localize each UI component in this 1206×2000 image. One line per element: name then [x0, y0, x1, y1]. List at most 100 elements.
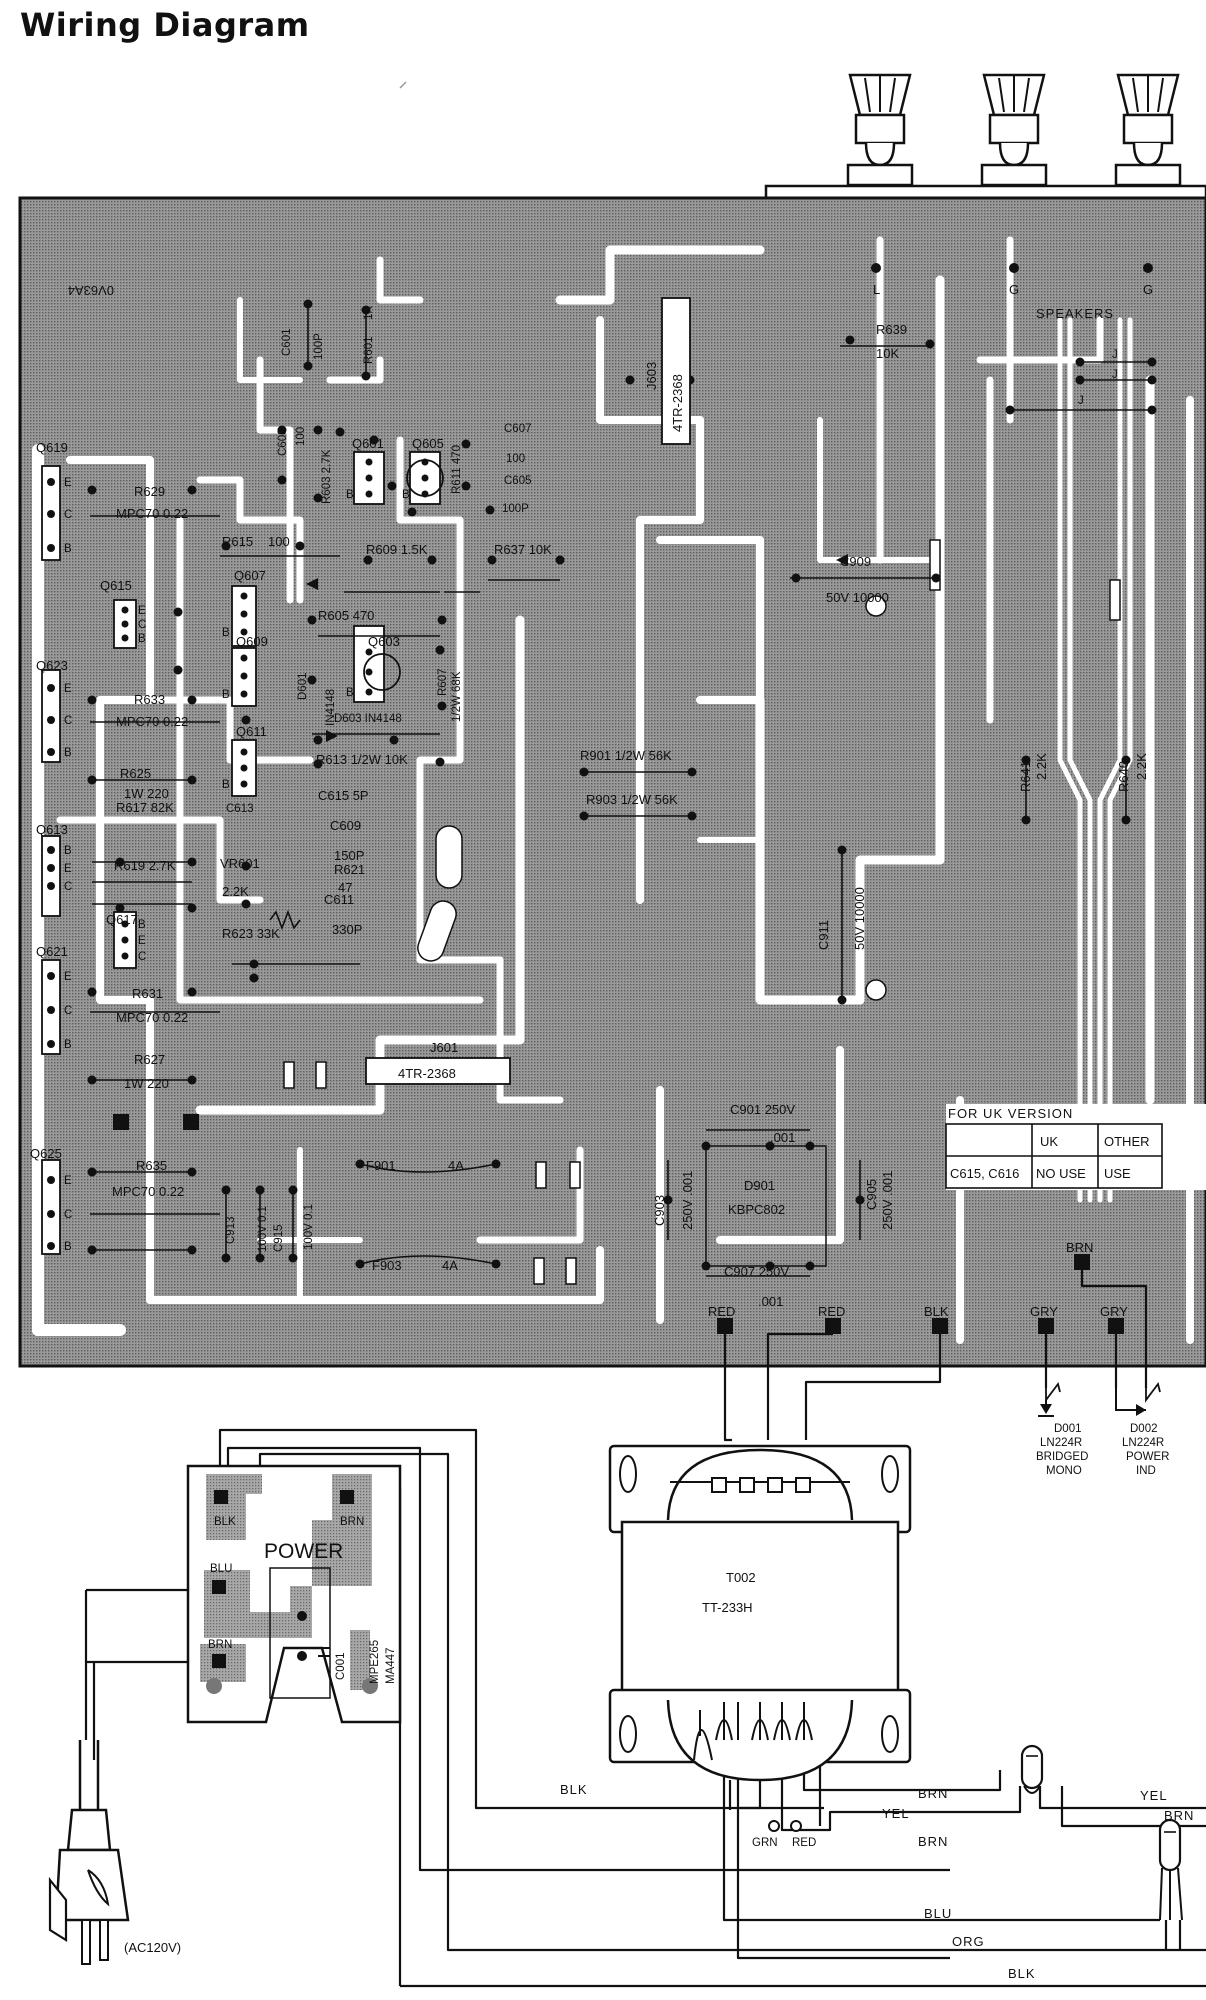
connector-2 [1158, 1818, 1183, 1921]
r635-label: R635 [136, 1158, 167, 1173]
speakers-label: SPEAKERS [1036, 306, 1114, 321]
r615-label: R615 [222, 534, 253, 549]
r601-label: R601 [363, 337, 375, 365]
sw-pad-blu [212, 1580, 226, 1594]
r623-label: R623 33K [222, 926, 280, 941]
uk-table-heading: FOR UK VERSION [948, 1106, 1073, 1121]
c913-value: 100V 0.1 [257, 1206, 269, 1252]
c615-label: C615 5P [318, 788, 369, 803]
board-code: 0V63A4 [68, 283, 114, 298]
sw-term-brn: BRN [340, 1516, 364, 1528]
svg-text:E: E [138, 605, 146, 617]
sw-pad-brn-top [340, 1490, 354, 1504]
connector-1 [1020, 1744, 1044, 1794]
c613-label: C613 [226, 803, 254, 815]
board-wire-labels: RED RED BLK GRY GRY BRN [708, 1240, 1128, 1319]
r640-label: R640 [1116, 761, 1131, 792]
r627-value: 1W 220 [124, 1076, 169, 1091]
svg-text:B: B [346, 687, 354, 699]
harness-blk-2: BLK [1008, 1966, 1036, 1981]
svg-text:C: C [64, 1005, 72, 1017]
led-indicators: D001 LN224R BRIDGED MONO D002 LN224R POW… [1036, 1381, 1169, 1477]
r625-label: R625 [120, 766, 151, 781]
scan-mark [399, 81, 407, 89]
svg-text:B: B [222, 689, 230, 701]
sw-term-blu: BLU [210, 1563, 232, 1575]
wire-brn: BRN [1066, 1240, 1093, 1255]
svg-text:B: B [346, 489, 354, 501]
sw-term-brn-2: BRN [208, 1639, 232, 1651]
svg-text:B: B [64, 1039, 72, 1051]
c611-label: C611 [324, 892, 354, 907]
harness-blk-1: BLK [560, 1782, 588, 1797]
led-d002-line1: POWER [1126, 1451, 1169, 1463]
q615-label: Q615 [100, 578, 132, 593]
q623-label: Q623 [36, 658, 68, 673]
wire-pads [113, 1114, 1124, 1334]
uk-row-other: USE [1104, 1166, 1131, 1181]
c601-value: 100P [313, 333, 325, 360]
harness-grn: GRN [752, 1837, 778, 1849]
q601-label: Q601 [352, 436, 384, 451]
c901-value: .001 [770, 1130, 795, 1145]
svg-text:E: E [64, 477, 72, 489]
svg-text:C: C [64, 881, 72, 893]
c909-value: 50V 10000 [826, 590, 889, 605]
r633-label: R633 [134, 692, 165, 707]
r629-label: R629 [134, 484, 165, 499]
svg-text:B: B [138, 919, 146, 931]
c913-label: C913 [225, 1217, 237, 1245]
j603-label: J603 [644, 362, 659, 390]
copper-traces [32, 236, 1194, 1344]
r615-value: 100 [268, 534, 290, 549]
speaker-post-2 [980, 73, 1048, 187]
d901-outline [705, 1145, 827, 1267]
r641-label: R641 [1018, 761, 1033, 792]
harness-brn-1: BRN [918, 1786, 948, 1801]
svg-text:C: C [64, 509, 72, 521]
svg-text:B: B [138, 633, 146, 645]
c907-value: .001 [758, 1294, 783, 1309]
f901-value: 4A [448, 1158, 464, 1173]
c911-label: C911 [816, 920, 831, 950]
c905-value: 250V .001 [880, 1171, 895, 1230]
sw-pad-blk [214, 1490, 228, 1504]
sw-cap-value: MA447 [385, 1648, 397, 1684]
svg-text:B: B [64, 543, 72, 555]
r617-label: R617 82K [116, 800, 174, 815]
harness-red: RED [792, 1837, 816, 1849]
r631-label: R631 [132, 986, 163, 1001]
d901-value: KBPC802 [728, 1202, 785, 1217]
d601-value: IN4148 [325, 689, 337, 726]
ac-plug: (AC120V) [48, 1740, 181, 1965]
harness-yel-2: YEL [1140, 1788, 1168, 1803]
c603-label: C603 [277, 429, 289, 457]
c915-value: 100V 0.1 [303, 1204, 315, 1250]
q605-label: Q605 [412, 436, 444, 451]
vr601-value: 2.2K [222, 884, 249, 899]
c611-value: 330P [332, 922, 362, 937]
harness-blu: BLU [924, 1906, 952, 1921]
sw-pad-brn-bottom [212, 1654, 226, 1668]
transformer-ref: T002 [726, 1570, 756, 1585]
speaker-post-3 [1114, 73, 1182, 187]
wire-blk: BLK [924, 1304, 949, 1319]
board-labels: 0V63A4 SPEAKERS L G G J J J J603 4TR-236… [30, 282, 1153, 1309]
led-d001-line1: BRIDGED [1036, 1451, 1088, 1463]
speaker-jumper-2: J [1112, 369, 1118, 381]
harness-org: ORG [952, 1934, 985, 1949]
q605-body [406, 459, 444, 497]
svg-text:B: B [64, 845, 72, 857]
r601-value: 1K [363, 306, 375, 320]
j603-part: 4TR-2368 [670, 374, 685, 432]
led-d001: D001 LN224R BRIDGED MONO [1036, 1381, 1088, 1477]
r635-value: MPC70 0.22 [112, 1184, 184, 1199]
d603-label: D603 IN4148 [334, 713, 402, 725]
r903-label: R903 1/2W 56K [586, 792, 678, 807]
wire-red-1: RED [708, 1304, 735, 1319]
svg-text:C: C [64, 1209, 72, 1221]
wire-gry-2: GRY [1100, 1304, 1128, 1319]
speaker-post-1 [846, 73, 914, 187]
q609-label: Q609 [236, 634, 268, 649]
r639-value: 10K [876, 346, 899, 361]
